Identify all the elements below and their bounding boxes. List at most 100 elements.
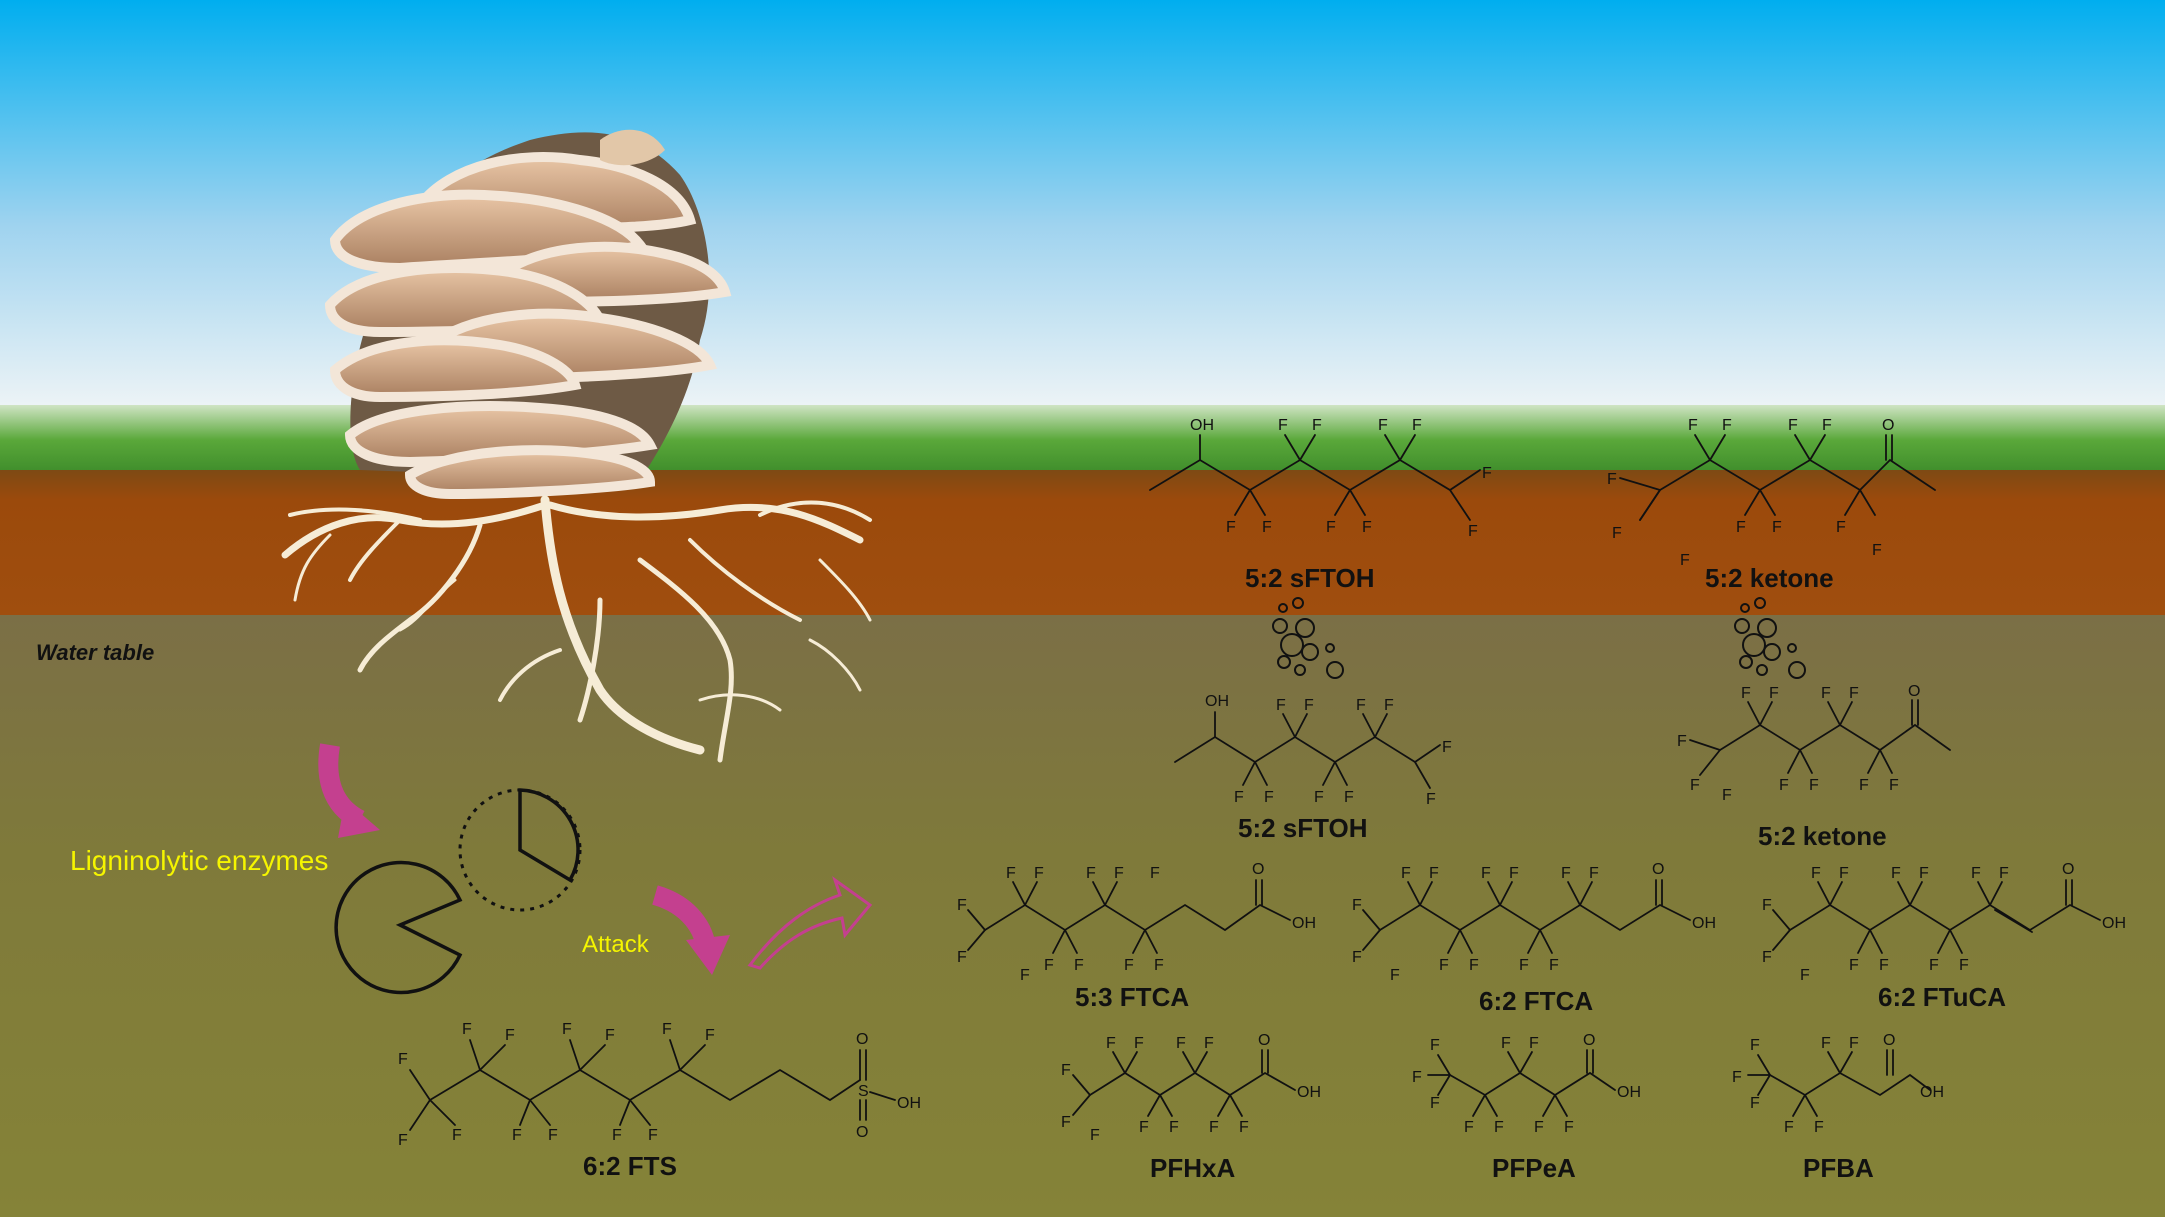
atom-label: F xyxy=(1226,519,1236,536)
atom-label: F xyxy=(1356,697,1366,714)
chemical-bond xyxy=(679,1044,706,1071)
chemical-bond xyxy=(1772,909,1791,931)
atom-label: F xyxy=(1362,519,1372,536)
chemical-bond xyxy=(1977,881,1991,906)
atom-label: F xyxy=(1509,865,1519,882)
atom-label: F xyxy=(1176,1035,1186,1052)
atom-label: OH xyxy=(1205,693,1229,710)
chemical-bond xyxy=(1437,1074,1451,1096)
atom-label: F xyxy=(1239,1119,1249,1136)
chemical-bond xyxy=(967,909,986,931)
chemical-bond xyxy=(1012,881,1026,906)
chemical-bond xyxy=(1639,489,1661,521)
pfba-caption: PFBA xyxy=(1803,1153,1874,1183)
chemical-bond xyxy=(1809,434,1826,461)
atom-label: F xyxy=(1326,519,1336,536)
chemical-bond xyxy=(1772,929,1791,951)
atom-label: F xyxy=(1561,865,1571,882)
ftca53-caption: 5:3 FTCA xyxy=(1075,982,1189,1012)
chemical-bond xyxy=(669,1039,681,1071)
chemical-bond xyxy=(1554,1094,1568,1117)
chemical-bond xyxy=(1689,739,1721,751)
chemical-bond xyxy=(1747,701,1761,726)
pfhxa-structure: O OH F F F F F F F F F F F xyxy=(1061,1032,1321,1144)
atom-label: F xyxy=(1800,967,1810,984)
chemical-bond xyxy=(1694,434,1711,461)
atom-label: F xyxy=(1891,865,1901,882)
chemical-bond xyxy=(1484,1094,1498,1117)
volatilization-bubbles-left xyxy=(1272,597,1344,679)
chemical-bond xyxy=(1839,1051,1853,1074)
chemical-bond xyxy=(1759,701,1773,726)
atom-label: F xyxy=(1264,789,1274,806)
atom-label: OH xyxy=(1292,915,1316,932)
atom-label: F xyxy=(1772,519,1782,536)
chemical-bond xyxy=(1542,1094,1556,1117)
atom-label: F xyxy=(1150,865,1160,882)
atom-label: F xyxy=(1750,1095,1760,1112)
atom-label: F xyxy=(1412,417,1422,434)
chemical-bond xyxy=(1817,881,1831,906)
transformation-arrow xyxy=(747,876,873,970)
chemical-bond xyxy=(1064,929,1078,954)
chemical-bond xyxy=(1869,929,1883,954)
chemical-bond xyxy=(1857,929,1871,954)
chemical-bond xyxy=(1619,477,1661,491)
chemical-bond xyxy=(1769,1071,1931,1097)
atom-label: F xyxy=(1607,471,1617,488)
atom-label: F xyxy=(1234,789,1244,806)
chemical-bond xyxy=(1447,929,1461,954)
chemical-bond xyxy=(1124,1051,1138,1074)
atom-label: O xyxy=(1652,861,1664,878)
atom-label: F xyxy=(1849,1035,1859,1052)
atom-label: F xyxy=(1788,417,1798,434)
ligninolytic-enzymes-label: Ligninolytic enzymes xyxy=(70,845,328,876)
chemical-bond xyxy=(1744,489,1761,516)
chemical-bond xyxy=(1217,1094,1231,1117)
chemical-bond xyxy=(1112,1051,1126,1074)
atom-label: F xyxy=(1020,967,1030,984)
fts62-structure: F F F F F F F F F F F F F O S O OH xyxy=(398,1021,921,1149)
atom-label: F xyxy=(1034,865,1044,882)
atom-label: F xyxy=(1426,791,1436,808)
atom-label: OH xyxy=(1190,417,1214,434)
atom-label: F xyxy=(1312,417,1322,434)
chemical-bond xyxy=(1284,434,1301,461)
chemical-bond xyxy=(1579,881,1593,906)
chemical-bond xyxy=(1024,881,1038,906)
atom-label: F xyxy=(1124,957,1134,974)
chemical-bond xyxy=(1994,909,2033,933)
atom-label: O xyxy=(1908,683,1920,700)
atom-label: OH xyxy=(1297,1084,1321,1101)
chemical-bond xyxy=(1374,713,1388,738)
chemical-bond xyxy=(1989,881,2003,906)
ketone-bottom-caption: 5:2 ketone xyxy=(1758,821,1887,851)
chemical-bond xyxy=(529,1099,551,1126)
chemical-bond xyxy=(1792,1094,1806,1117)
atom-label: F xyxy=(662,1021,672,1038)
atom-label: F xyxy=(1741,685,1751,702)
atom-label: F xyxy=(1750,1037,1760,1054)
chemical-bond xyxy=(1949,929,1963,954)
atom-label: F xyxy=(1401,865,1411,882)
atom-label: F xyxy=(1390,967,1400,984)
atom-label: F xyxy=(1412,1069,1422,1086)
atom-label: F xyxy=(1344,789,1354,806)
atom-label: O xyxy=(1882,417,1894,434)
atom-label: F xyxy=(1204,1035,1214,1052)
chemical-bond xyxy=(1639,458,1936,521)
atom-label: F xyxy=(1384,697,1394,714)
atom-label: F xyxy=(1779,777,1789,794)
chemical-bond xyxy=(1322,761,1336,786)
chemical-bond xyxy=(1282,713,1296,738)
atom-label: F xyxy=(1006,865,1016,882)
atom-label: S xyxy=(858,1083,869,1100)
atom-label: F xyxy=(1677,733,1687,750)
atom-label: F xyxy=(1430,1037,1440,1054)
atom-label: F xyxy=(512,1127,522,1144)
atom-label: F xyxy=(1769,685,1779,702)
chemical-bond xyxy=(1147,1094,1161,1117)
sftoh-top-structure: OH F F F F F F F F F F xyxy=(1149,417,1492,540)
chemical-bond xyxy=(1104,881,1118,906)
pac-man-enzyme-shapes xyxy=(334,788,582,995)
